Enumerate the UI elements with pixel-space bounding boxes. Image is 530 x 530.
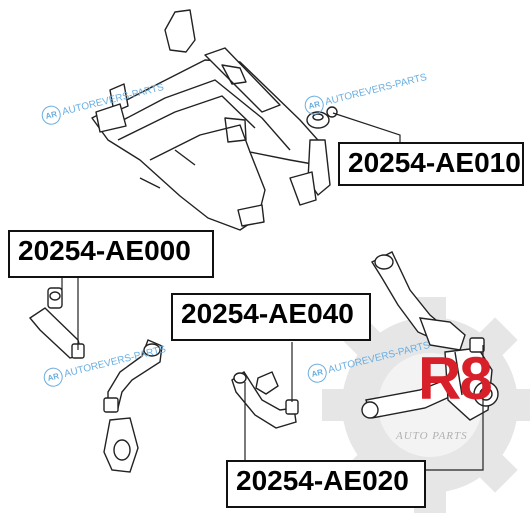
- leader-ae020-b: [426, 345, 484, 471]
- part-number-label: 20254-AE020: [226, 460, 426, 508]
- bushing-ae010: [306, 106, 338, 129]
- rear-subframe: [91, 9, 331, 231]
- leader-ae010: [332, 112, 401, 142]
- brand-logo-tagline: AUTO PARTS: [396, 430, 468, 442]
- brand-logo-mark: R8: [418, 345, 493, 412]
- upper-arm: [231, 371, 299, 429]
- rear-suspension-assembly: [361, 251, 499, 421]
- trailing-arm: [103, 339, 163, 413]
- part-number-label: 20254-AE000: [8, 230, 214, 278]
- knuckle: [103, 417, 139, 473]
- part-number-label: 20254-AE040: [171, 293, 371, 341]
- lateral-link-ae000: [28, 287, 85, 359]
- part-number-label: 20254-AE010: [338, 142, 524, 186]
